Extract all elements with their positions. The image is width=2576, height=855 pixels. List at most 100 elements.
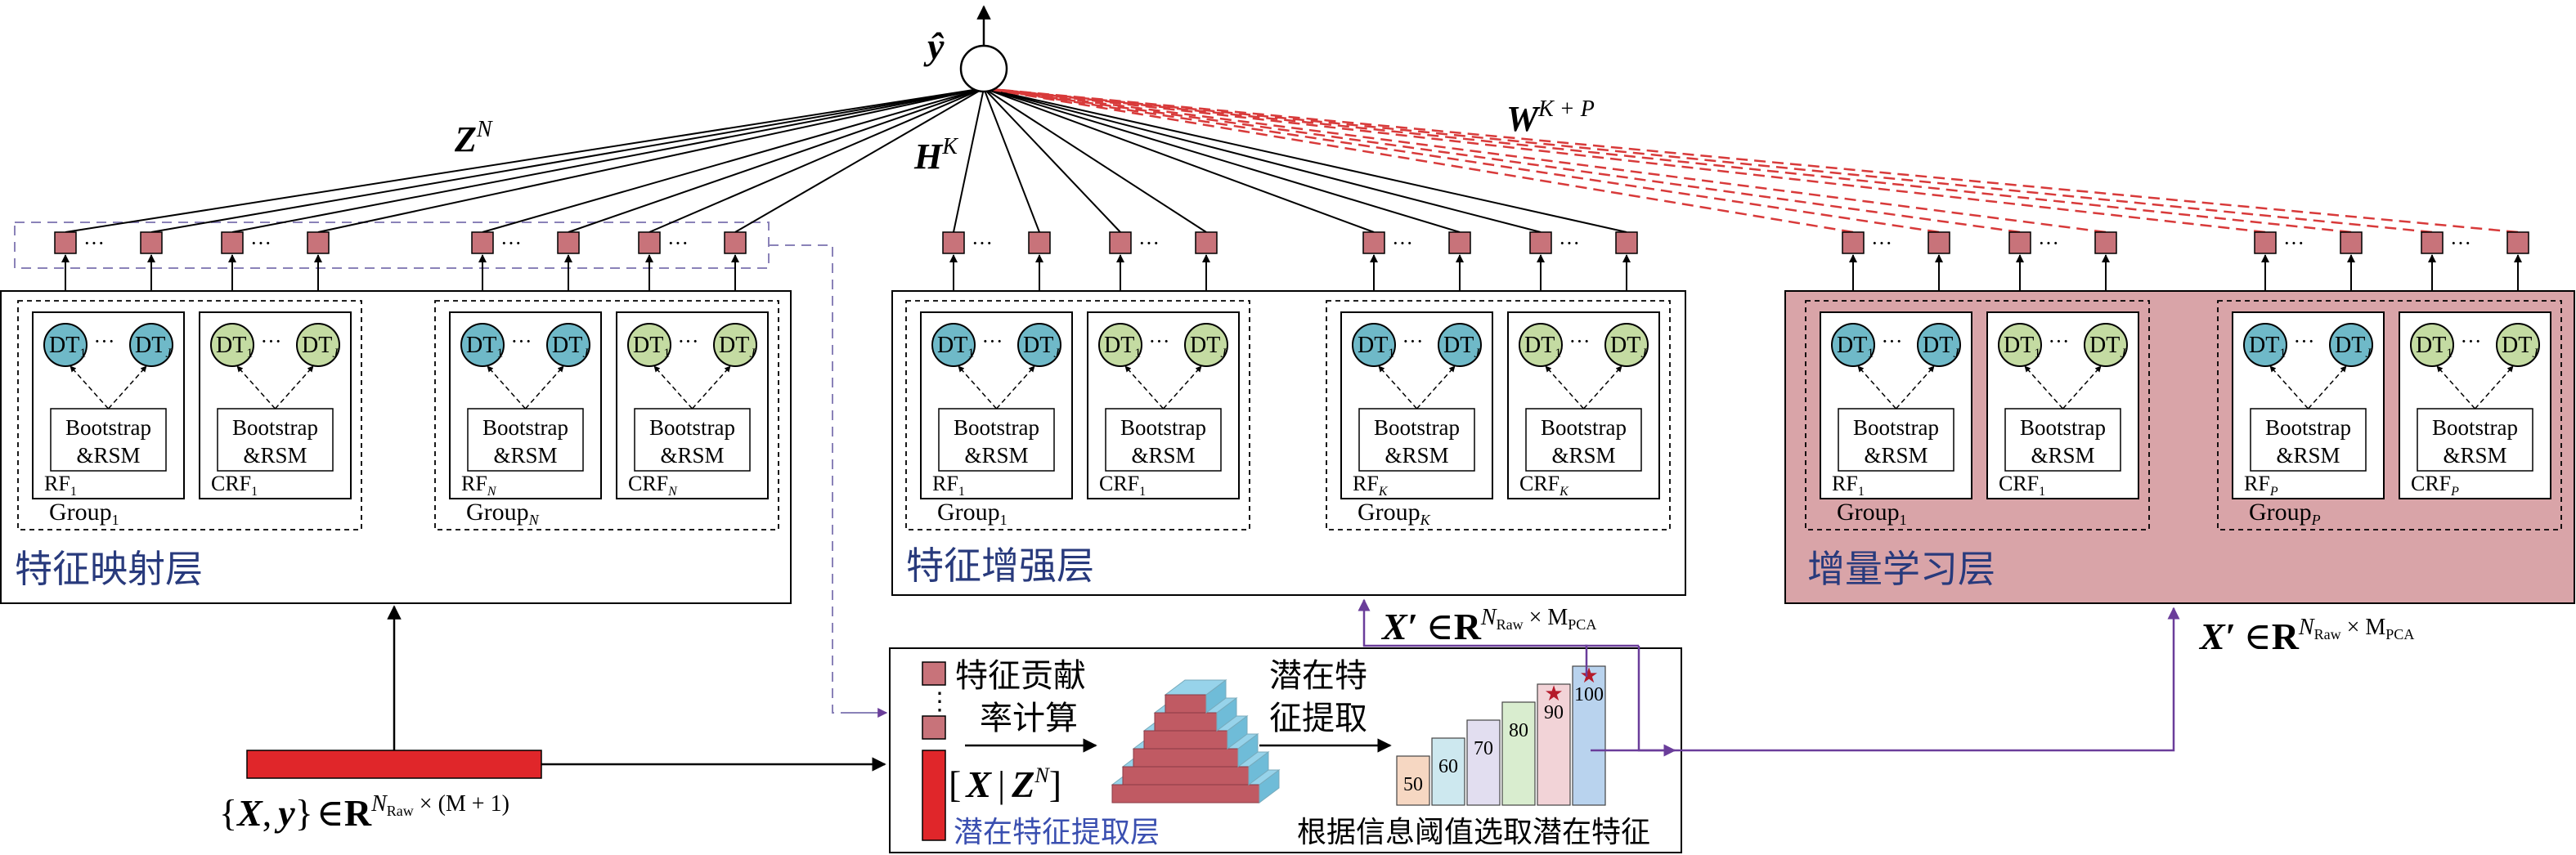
decision-tree-node (713, 323, 757, 367)
feature-node (557, 231, 580, 254)
bootstrap-label: Bootstrap (1541, 415, 1627, 440)
group-label: Group1 (49, 499, 119, 528)
sampling-arrow (1545, 365, 1585, 410)
feature-mapping-title: 特征映射层 (15, 547, 203, 591)
decision-tree-label: DT1 (1104, 333, 1141, 360)
decision-tree-label: DT1 (1358, 333, 1394, 360)
output-weight-line (734, 87, 985, 233)
decision-tree-label: DT1 (1524, 333, 1561, 360)
bootstrap-rsm-box (634, 408, 751, 472)
decision-tree-label: DTJ (1023, 333, 1060, 360)
group-label: Group1 (937, 499, 1008, 528)
decision-tree-label: DT1 (49, 333, 86, 360)
sampling-arrow (2436, 365, 2476, 410)
sampling-arrow (691, 365, 731, 410)
sampling-arrow (2307, 365, 2347, 410)
sampling-arrow (2062, 365, 2102, 410)
rf-forest-label: RF1 (1832, 472, 1865, 499)
feature-node (221, 231, 244, 254)
tree-dots: ··· (2461, 329, 2482, 353)
stair-side (1259, 769, 1280, 804)
bootstrap-rsm-box (1525, 408, 1642, 472)
output-weight-line (983, 87, 2352, 234)
decision-tree-node (296, 323, 340, 367)
rsm-label: &RSM (964, 443, 1028, 468)
crf-forest-label: CRFK (1519, 472, 1569, 499)
feature-node (1529, 231, 1552, 254)
output-weight-line (983, 87, 1542, 233)
node-dots: ··· (2038, 231, 2059, 255)
z-weight-label: ZN (454, 117, 493, 159)
sampling-arrow (653, 365, 693, 410)
stair-step (1143, 730, 1228, 750)
crf-forest-label: CRFP (2411, 472, 2459, 499)
stair-side (1216, 697, 1237, 732)
decision-tree-label: DTJ (1610, 333, 1647, 360)
output-weight-line (953, 87, 985, 233)
feature-node (1028, 231, 1051, 254)
output-weight-line (648, 87, 985, 233)
bootstrap-label: Bootstrap (232, 415, 318, 440)
rf-forest-label: RF1 (932, 472, 965, 499)
stair-side (1248, 751, 1269, 786)
decision-tree-label: DT1 (2416, 333, 2453, 360)
rsm-label: &RSM (1551, 443, 1615, 468)
sampling-arrow (2474, 365, 2514, 410)
node-dots: ··· (1392, 231, 1413, 255)
decision-tree-label: DT1 (216, 333, 253, 360)
output-weight-line (65, 87, 985, 233)
output-weight-line (983, 87, 2107, 234)
sampling-arrow (1378, 365, 1418, 410)
feature-node (2008, 231, 2031, 254)
bootstrap-rsm-box (2250, 408, 2367, 472)
decision-tree-node (2084, 323, 2128, 367)
extract-label-2: 征提取 (1269, 700, 1367, 737)
bootstrap-rsm-box (467, 408, 584, 472)
feature-node (1928, 231, 1950, 254)
rsm-label: &RSM (1864, 443, 1928, 468)
rf-forest-label: RFN (461, 472, 497, 499)
node-dots: ··· (83, 231, 105, 255)
sampling-arrow (107, 365, 147, 410)
sampling-arrow (1162, 365, 1202, 410)
feature-node (2421, 231, 2444, 254)
output-weight-line (983, 87, 1940, 234)
xprime-label-center: X′∈RNRaw × MPCA (1380, 605, 1596, 647)
feature-node (1615, 231, 1638, 254)
decision-tree-node (1831, 323, 1875, 367)
decision-tree-node (2243, 323, 2287, 367)
decision-tree-label: DTJ (2335, 333, 2372, 360)
bootstrap-rsm-box (50, 408, 167, 472)
decision-tree-node (931, 323, 976, 367)
sampling-arrow (958, 365, 998, 410)
feature-node (54, 231, 77, 254)
stair-step (1122, 766, 1250, 786)
tree-dots: ··· (678, 329, 699, 353)
threshold-bar (1537, 683, 1571, 806)
decision-tree-label: DTJ (302, 333, 339, 360)
bootstrap-rsm-box (1105, 408, 1222, 472)
threshold-value: 90 (1544, 702, 1564, 723)
rsm-label: &RSM (243, 443, 307, 468)
tree-dots: ··· (94, 329, 115, 353)
threshold-bar (1431, 737, 1465, 806)
stair-side (1237, 733, 1259, 768)
decision-tree-node (1917, 323, 1961, 367)
sampling-arrow (1416, 365, 1456, 410)
group-box (434, 300, 779, 530)
feature-node (1842, 231, 1865, 254)
rsm-label: &RSM (76, 443, 140, 468)
sampling-arrow (236, 365, 276, 410)
xprime-label-right: X′∈RNRaw × MPCA (2198, 615, 2414, 657)
decision-tree-node (546, 323, 590, 367)
decision-tree-node (1604, 323, 1649, 367)
decision-tree-label: DTJ (2502, 333, 2538, 360)
threshold-bar (1396, 755, 1430, 806)
contrib-label-1: 特征贡献 (955, 657, 1086, 695)
threshold-value: 50 (1403, 774, 1423, 795)
threshold-value: 80 (1509, 720, 1528, 741)
bootstrap-label: Bootstrap (649, 415, 735, 440)
sampling-arrow (524, 365, 564, 410)
output-weight-line (983, 87, 1461, 233)
